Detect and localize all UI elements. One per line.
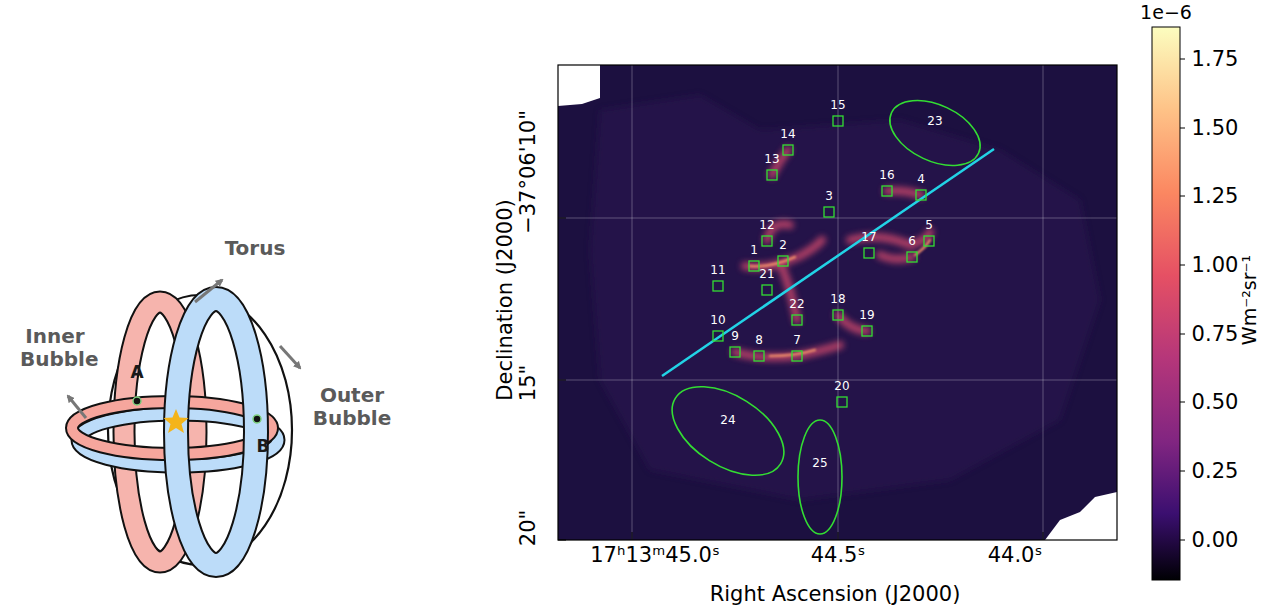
axis-title: Declination (J2000) bbox=[493, 199, 517, 400]
ellipse-outline bbox=[662, 365, 794, 497]
point-label: B bbox=[257, 437, 270, 457]
region-number: 24 bbox=[720, 413, 735, 427]
part-label: Torus bbox=[225, 237, 286, 260]
colorbar-scale: 1e−6 bbox=[1140, 2, 1192, 24]
colorbar-tick: 0.25 bbox=[1192, 459, 1239, 483]
aperture-ellipse: 24 bbox=[662, 365, 794, 497]
region-number: 21 bbox=[759, 268, 774, 282]
colorbar-tick: 0.00 bbox=[1192, 528, 1239, 552]
region-number: 23 bbox=[927, 114, 942, 128]
axis-tick: 15" bbox=[516, 365, 540, 401]
region-number: 6 bbox=[908, 235, 916, 249]
axis-tick: 44.0ˢ bbox=[988, 543, 1043, 567]
region-number: 14 bbox=[780, 128, 795, 142]
emission-map bbox=[558, 65, 1117, 540]
region-number: 20 bbox=[834, 380, 849, 394]
part-label: Outer Bubble bbox=[312, 384, 392, 430]
region-number: 3 bbox=[825, 190, 833, 204]
region-number: 5 bbox=[925, 219, 933, 233]
region-number: 12 bbox=[759, 219, 774, 233]
colorbar-tick: 0.50 bbox=[1192, 390, 1239, 414]
region-number: 4 bbox=[917, 173, 925, 187]
region-number: 19 bbox=[859, 309, 874, 323]
region-number: 15 bbox=[830, 99, 845, 113]
point-label: A bbox=[130, 363, 143, 383]
part-label: Inner Bubble bbox=[20, 325, 90, 371]
colorbar bbox=[1152, 27, 1185, 580]
region-number: 13 bbox=[764, 153, 779, 167]
colorbar-tick: 1.00 bbox=[1192, 253, 1239, 277]
region-number: 22 bbox=[789, 298, 804, 312]
region-number: 7 bbox=[793, 334, 801, 348]
region-number: 18 bbox=[830, 293, 845, 307]
region-number: 8 bbox=[755, 334, 763, 348]
axis-title: Right Ascension (J2000) bbox=[710, 582, 961, 606]
aperture-ellipse: 25 bbox=[759, 416, 881, 538]
ellipse-outline bbox=[883, 81, 987, 185]
region-number: 2 bbox=[779, 239, 787, 253]
ring-schematic bbox=[68, 280, 300, 565]
colorbar-tick: 1.25 bbox=[1192, 184, 1239, 208]
aperture-ellipse: 23 bbox=[883, 81, 987, 185]
axis-tick: 20" bbox=[516, 510, 540, 546]
region-number: 10 bbox=[710, 314, 725, 328]
region-number: 11 bbox=[710, 264, 725, 278]
region-number: 25 bbox=[812, 456, 827, 470]
region-number: 17 bbox=[861, 231, 876, 245]
region-number: 9 bbox=[731, 330, 739, 344]
colorbar-tick: 1.75 bbox=[1192, 47, 1239, 71]
axis-tick: 17ʰ13ᵐ45.0ˢ bbox=[590, 543, 720, 567]
axis-tick: 44.5ˢ bbox=[811, 543, 866, 567]
colorbar-tick: 1.50 bbox=[1192, 116, 1239, 140]
region-number: 1 bbox=[750, 244, 758, 258]
colorbar-unit: Wm⁻²sr⁻¹ bbox=[1239, 255, 1261, 345]
colorbar-tick: 0.75 bbox=[1192, 322, 1239, 346]
region-number: 16 bbox=[879, 169, 894, 183]
axis-tick: −37°06'10" bbox=[516, 110, 540, 234]
ellipse-outline bbox=[759, 416, 881, 538]
